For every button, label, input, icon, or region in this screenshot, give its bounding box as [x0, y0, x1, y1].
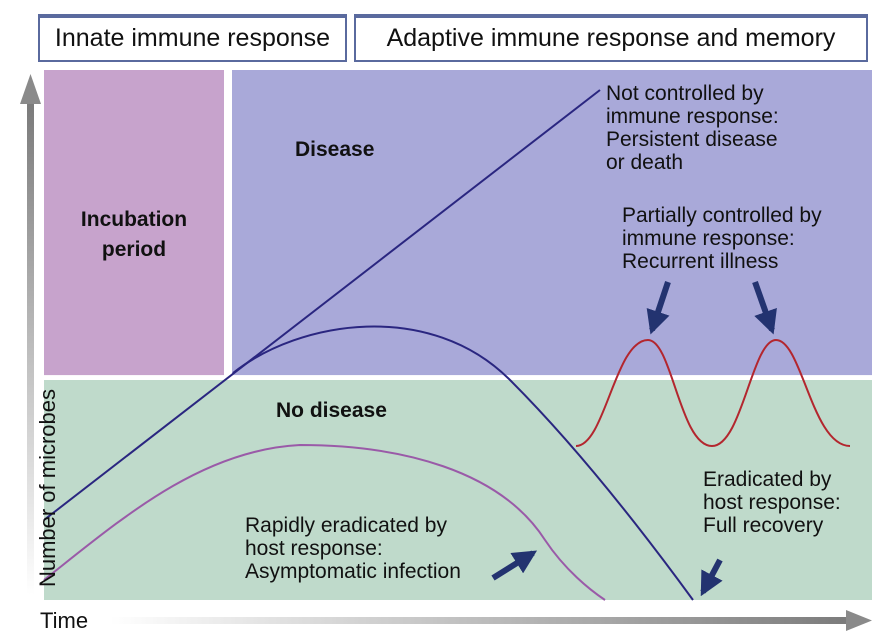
arrow-to-second-peak: [752, 280, 777, 335]
disease-label: Disease: [295, 138, 375, 161]
region-divider-horizontal: [44, 375, 872, 380]
adaptive-response-header: Adaptive immune response and memory: [354, 14, 868, 62]
y-axis-label: Number of microbes: [35, 388, 60, 588]
arrow-to-eradication-point: [700, 558, 723, 597]
innate-response-header: Innate immune response: [38, 14, 347, 62]
arrow-to-asymptomatic-curve: [491, 550, 538, 581]
x-axis-label: Time: [40, 608, 89, 633]
incubation-period-region: [44, 70, 224, 376]
eradicated-infection-curve: [232, 325, 694, 601]
no-disease-label: No disease: [276, 399, 387, 422]
region-divider-vertical: [224, 70, 232, 380]
y-axis-arrow-shaft: [27, 100, 34, 595]
not-controlled-annotation: Not controlled by immune response: Persi…: [606, 82, 779, 174]
rapidly-eradicated-annotation: Rapidly eradicated by host response: Asy…: [245, 514, 461, 583]
partially-controlled-annotation: Partially controlled by immune response:…: [622, 204, 822, 273]
y-axis-arrowhead: [20, 74, 41, 104]
asymptomatic-infection-curve: [43, 443, 606, 601]
incubation-period-label: Incubation period: [80, 208, 188, 261]
no-disease-region: [44, 380, 872, 600]
arrow-to-first-peak: [646, 281, 671, 335]
recurrent-illness-curve: [575, 338, 851, 448]
eradicated-annotation: Eradicated by host response: Full recove…: [703, 468, 841, 537]
uncontrolled-infection-curve: [43, 89, 601, 521]
x-axis-arrowhead: [846, 610, 872, 631]
x-axis-arrow-shaft: [110, 617, 855, 624]
